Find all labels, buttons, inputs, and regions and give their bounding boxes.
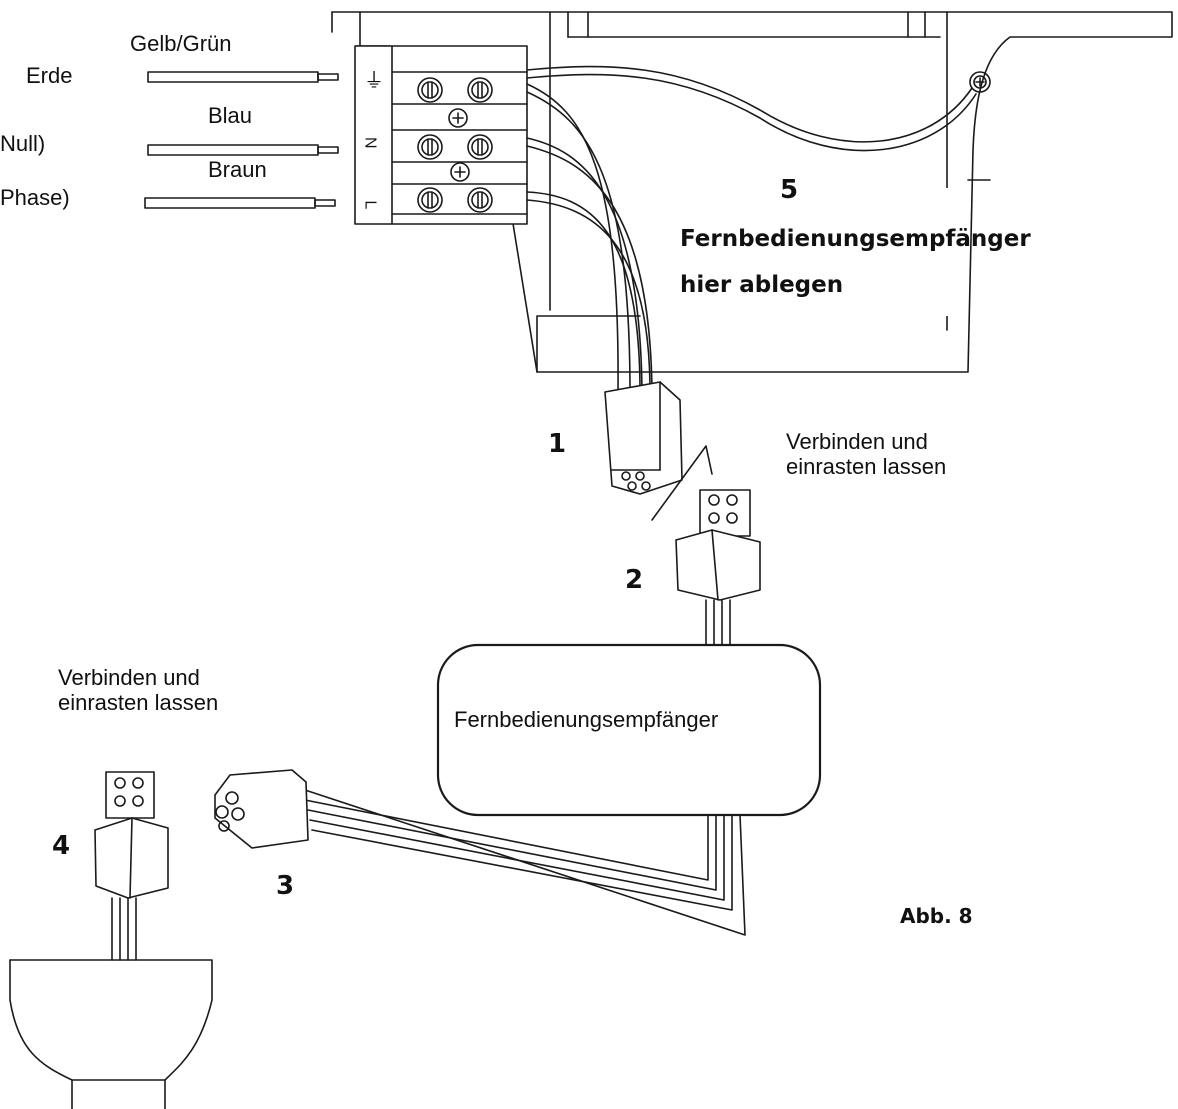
terminal-screw-icon xyxy=(467,187,493,213)
placement-line-1: Fernbedienungsempfänger xyxy=(680,226,1031,252)
wire-name-live: Phase) xyxy=(0,185,70,210)
receiver-label: Fernbedienungsempfänger xyxy=(454,707,719,732)
figure-label: Abb. 8 xyxy=(900,904,973,928)
terminal-block xyxy=(354,45,528,225)
connector-2 xyxy=(675,489,761,646)
terminal-screw-icon xyxy=(417,77,443,103)
connect-label-left-line-1: Verbinden und xyxy=(58,665,200,690)
terminal-screw-icon xyxy=(417,134,443,160)
supply-wire-live xyxy=(144,197,336,209)
terminal-mark-earth: ⏚ xyxy=(364,70,384,92)
connect-label-right-line-1: Verbinden und xyxy=(786,429,928,454)
motor-housing xyxy=(9,959,213,1109)
terminal-screw-icon xyxy=(467,77,493,103)
connector-1 xyxy=(604,381,683,495)
terminal-output-wires xyxy=(526,65,977,393)
bridge-screw-icon xyxy=(450,162,470,182)
snap-indicator xyxy=(651,445,713,521)
terminal-screw-icon xyxy=(417,187,443,213)
placement-line-2: hier ablegen xyxy=(680,272,844,298)
step-number-1: 1 xyxy=(548,429,567,459)
connect-label-right-line-2: einrasten lassen xyxy=(786,454,947,479)
connector-4 xyxy=(94,771,169,961)
wire-name-neutral: Null) xyxy=(0,131,46,156)
step-number-3: 3 xyxy=(276,871,295,901)
terminal-screw-icon xyxy=(467,134,493,160)
wire-colour-neutral: Blau xyxy=(208,103,253,128)
receiver-box xyxy=(436,643,822,817)
wire-colour-live: Braun xyxy=(208,157,267,182)
step-number-2: 2 xyxy=(625,565,644,595)
bridge-screw-icon xyxy=(448,108,468,128)
receiver-output-wires xyxy=(304,789,746,936)
mounting-bracket xyxy=(331,11,1173,373)
wire-name-earth: Erde xyxy=(26,63,73,88)
supply-wire-neutral xyxy=(147,144,339,156)
supply-wire-earth xyxy=(147,71,339,83)
step-number-5: 5 xyxy=(780,175,799,205)
wire-colour-earth: Gelb/Grün xyxy=(130,31,232,56)
terminal-mark-neutral: N xyxy=(361,137,379,149)
step-number-4: 4 xyxy=(52,831,71,861)
connect-label-left-line-2: einrasten lassen xyxy=(58,690,219,715)
terminal-mark-live: L xyxy=(361,200,379,210)
connector-3 xyxy=(214,769,309,849)
ground-screw-icon xyxy=(969,71,991,93)
